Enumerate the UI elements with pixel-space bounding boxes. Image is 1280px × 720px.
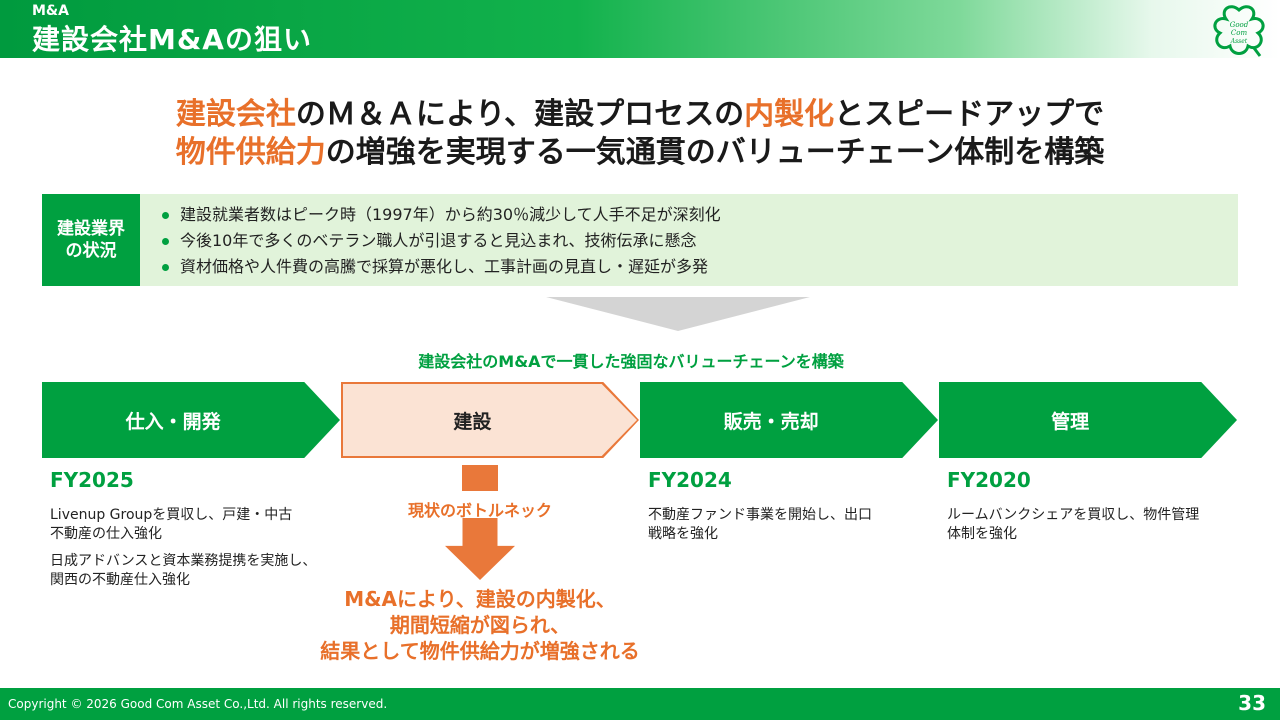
result-line: M&Aにより、建設の内製化、 [344,587,616,611]
page-number: 33 [1238,691,1266,715]
situation-item: 今後10年で多くのベテラン職人が引退すると見込まれ、技術伝承に懸念 [160,228,721,254]
headline-line-2: 物件供給力の増強を実現する一気通貫のバリューチェーン体制を構築 [0,134,1280,172]
down-arrow-icon [546,297,810,331]
headline-text: とスピードアップで [834,97,1105,132]
situation-list: 建設就業者数はピーク時（1997年）から約30％減少して人手不足が深刻化 今後1… [160,202,721,280]
chain-step-label: 仕入・開発 [125,410,221,433]
chain-desc: 日成アドバンスと資本業務提携を実施し、 関西の不動産仕入強化 [50,553,317,588]
situation-item: 資材価格や人件費の高騰で採算が悪化し、工事計画の見直し・遅延が多発 [160,254,721,280]
clover-logo-icon: Good Com Asset [1213,5,1265,57]
chain-step-label: 建設 [453,410,492,433]
headline-highlight: 建設会社 [175,97,296,132]
chain-step-management: 管理 [939,382,1237,458]
result-line: 期間短縮が図られ、 [389,613,571,637]
headline-text: のＭ＆Ａにより、建設プロセスの [295,97,745,132]
chain-desc: ルームバンクシェアを買収し、物件管理 体制を強化 [947,507,1200,542]
logo-text-3: Asset [1230,38,1248,45]
chain-step-sales: 販売・売却 [640,382,938,458]
logo-text-1: Good [1230,21,1249,29]
result-line: 結果として物件供給力が増強される [320,639,640,663]
bottleneck-label: 現状のボトルネック [407,501,552,520]
situation-label: 建設業界 の状況 [42,194,140,286]
headline-highlight: 物件供給力 [175,135,326,170]
copyright: Copyright © 2026 Good Com Asset Co.,Ltd.… [8,697,388,711]
situation-item: 建設就業者数はピーク時（1997年）から約30％減少して人手不足が深刻化 [160,202,721,228]
chain-desc: 不動産ファンド事業を開始し、出口 戦略を強化 [648,507,872,542]
fy-label: FY2020 [947,468,1031,492]
headline-line-1: 建設会社のＭ＆Ａにより、建設プロセスの内製化とスピードアップで [0,96,1280,134]
chain-step-procurement: 仕入・開発 [42,382,340,458]
header-bar: M&A 建設会社M&Aの狙い [0,0,1280,58]
logo-text-2: Com [1231,29,1248,37]
fy-label: FY2024 [648,468,732,492]
footer-bar: Copyright © 2026 Good Com Asset Co.,Ltd.… [0,688,1280,720]
chain-step-label: 管理 [1051,410,1090,433]
chain-step-construction: 建設 [341,382,639,458]
chain-step-construction-inner: 建設 [343,384,637,456]
industry-situation-box: 建設業界 の状況 建設就業者数はピーク時（1997年）から約30％減少して人手不… [42,194,1238,286]
situation-label-line-2: の状況 [65,241,117,261]
situation-label-line-1: 建設業界 [57,219,125,239]
down-arrow-icon [445,518,515,580]
result-text: M&Aにより、建設の内製化、 期間短縮が図られ、 結果として物件供給力が増強され… [280,586,680,664]
headline-highlight: 内製化 [744,97,835,132]
header-category: M&A [32,3,69,19]
chain-step-label: 販売・売却 [723,410,819,433]
headline-text: の増強を実現する一気通貫のバリューチェーン体制を構築 [325,135,1105,170]
chain-desc: Livenup Groupを買収し、戸建・中古 不動産の仕入強化 [50,507,293,542]
page-title: 建設会社M&Aの狙い [32,23,312,56]
bottleneck-marker [462,465,498,491]
value-chain-subtitle: 建設会社のM&Aで一貫した強固なバリューチェーンを構築 [418,352,844,371]
headline: 建設会社のＭ＆Ａにより、建設プロセスの内製化とスピードアップで 物件供給力の増強… [0,96,1280,172]
fy-label: FY2025 [50,468,134,492]
